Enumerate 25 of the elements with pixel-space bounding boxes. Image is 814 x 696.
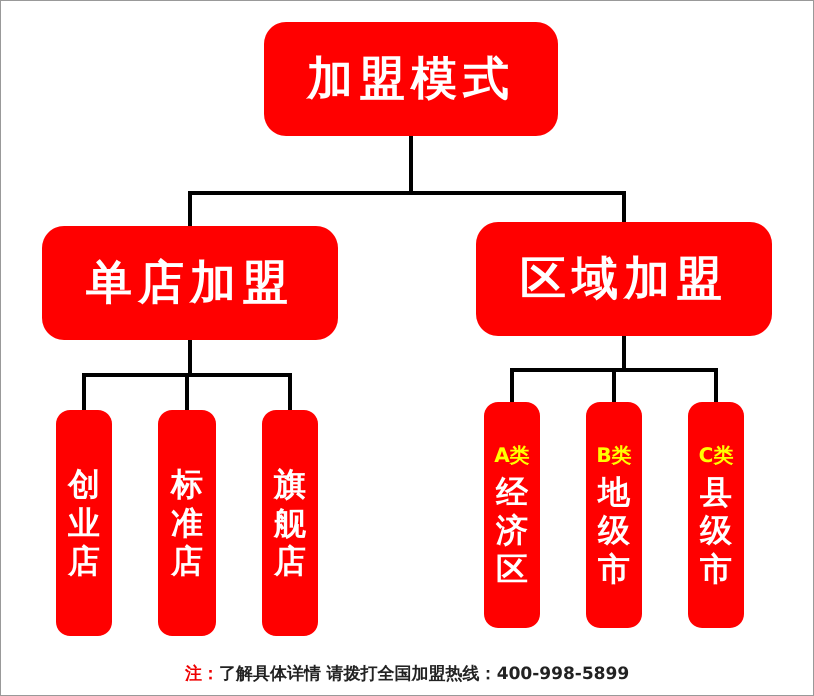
category-box (484, 402, 540, 628)
node-label: 经济区 (496, 472, 528, 588)
heading-box (264, 22, 558, 136)
node-label: 地级市 (598, 472, 630, 588)
category-tag: A类 (494, 442, 530, 469)
category-box (688, 402, 744, 628)
connector-line (409, 136, 626, 222)
category-box (262, 410, 318, 636)
node-label: 加盟模式 (307, 50, 515, 107)
node-label: 旗舰店 (274, 465, 306, 581)
category-box (586, 402, 642, 628)
node-label: 县级市 (700, 472, 732, 588)
note-text: 了解具体详情 请拨打全国加盟热线：400-998-5899 (218, 664, 630, 684)
node-label: 单店加盟 (86, 254, 294, 311)
category-tag: B类 (596, 442, 632, 469)
node-label: 创业店 (68, 465, 100, 581)
category-box (158, 410, 216, 636)
node-label: 标准店 (171, 465, 203, 581)
category-tag: C类 (698, 442, 734, 469)
heading-box (476, 222, 772, 336)
heading-box (42, 226, 338, 340)
category-box (56, 410, 112, 636)
connector-line (622, 336, 718, 402)
note-marker: 注： (184, 664, 219, 684)
node-label: 区域加盟 (520, 250, 728, 307)
